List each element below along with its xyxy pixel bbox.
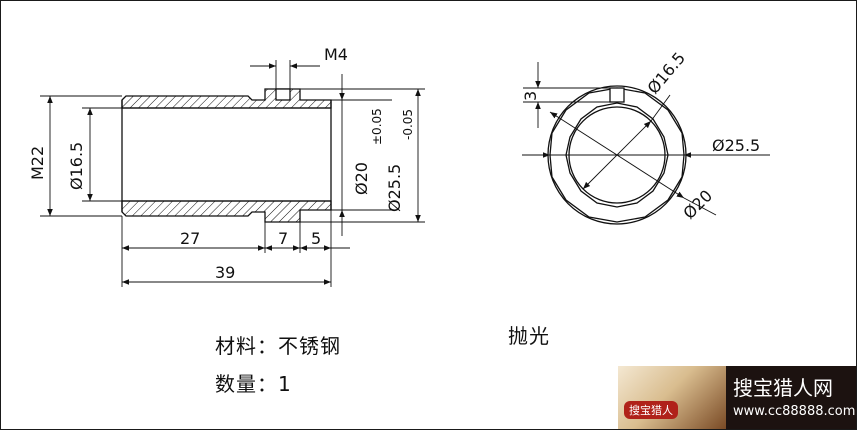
end-dim-d25-5: Ø25.5 (712, 136, 760, 155)
end-dim-d20: Ø20 (679, 186, 716, 223)
watermark-logo: 搜宝猎人 (624, 401, 678, 419)
finish-note: 抛光 (508, 324, 550, 348)
end-dim-3: 3 (521, 91, 540, 101)
dim-bore-d16-5: Ø16.5 (67, 142, 86, 190)
side-view (121, 88, 332, 223)
dim-len-7: 7 (278, 229, 288, 248)
material-note: 材料：不锈钢 (215, 334, 341, 358)
side-view-dimensions (40, 60, 425, 287)
watermark-hunter-image (618, 366, 726, 429)
top-wall-section (121, 88, 332, 109)
m4-hole (275, 88, 291, 101)
site-watermark: 搜宝猎人 搜宝猎人网 www.cc88888.com (618, 366, 856, 429)
m4-hole-end (609, 87, 625, 103)
end-dim-d16-5: Ø16.5 (644, 48, 690, 97)
dim-m22: M22 (28, 146, 47, 180)
end-view-dimensions (522, 62, 770, 216)
dim-d25-5-tolerance: -0.05 (401, 109, 415, 140)
dim-d20-tolerance: ±0.05 (370, 108, 384, 145)
quantity-note: 数量：1 (215, 372, 292, 396)
dim-m4: M4 (324, 45, 348, 64)
watermark-url: www.cc88888.com (733, 404, 856, 419)
dim-len-5: 5 (311, 229, 321, 248)
dim-len-27: 27 (180, 229, 200, 248)
dim-d25-5: Ø25.5 (385, 164, 404, 212)
watermark-site-name: 搜宝猎人网 (733, 376, 833, 400)
dim-len-39: 39 (215, 263, 235, 282)
bottom-wall-section (121, 200, 332, 223)
dim-d20: Ø20 (352, 162, 371, 195)
